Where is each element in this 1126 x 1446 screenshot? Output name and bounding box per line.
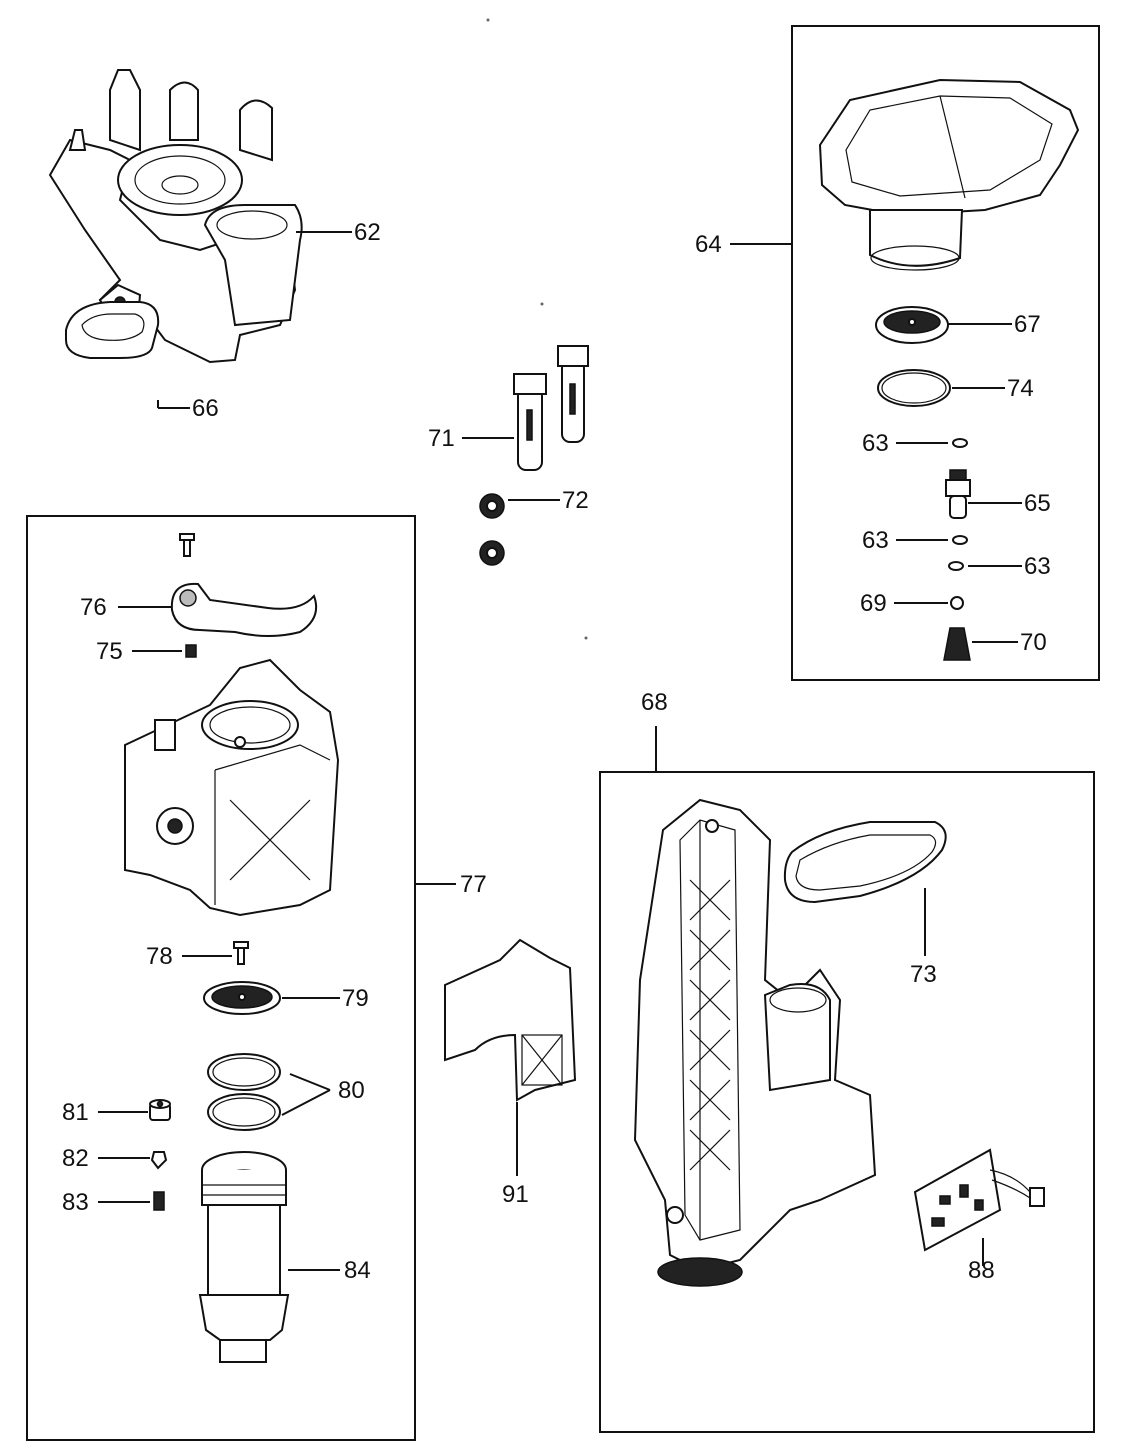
part-81-nut [149,1099,171,1121]
part-82-pin [150,1151,168,1170]
callout-68: 68 [641,689,668,716]
part-73-belt [783,821,947,904]
callout-80: 80 [338,1077,365,1104]
callout-75: 75 [96,638,123,665]
part-78-screw [233,941,249,965]
part-83-spring [153,1191,165,1211]
part-74-seal [877,369,951,407]
part-79-filter [203,981,281,1015]
callout-81: 81 [62,1099,89,1126]
callout-84: 84 [344,1257,371,1284]
part-63-oring-a [952,438,968,448]
part-76-lever [170,582,318,637]
assembly-box-68 [599,771,1095,1433]
callout-63-b: 63 [862,527,889,554]
part-screw-top [179,533,195,557]
part-75-spring [185,644,197,658]
callout-65: 65 [1024,490,1051,517]
callout-73: 73 [910,961,937,988]
part-63-oring-c [948,561,964,571]
part-80-seals [207,1053,281,1131]
callout-70: 70 [1020,629,1047,656]
callout-91: 91 [502,1181,529,1208]
speck-2 [486,18,490,22]
callout-66: 66 [192,395,219,422]
callout-76: 76 [80,594,107,621]
part-68-drive-unit [633,798,877,1287]
callout-62: 62 [354,219,381,246]
callout-64: 64 [695,231,722,258]
speck-1 [540,302,544,306]
part-71-dispenser-tubes [513,345,589,471]
callout-67: 67 [1014,311,1041,338]
callout-88: 88 [968,1257,995,1284]
callout-63-a: 63 [862,430,889,457]
callout-82: 82 [62,1145,89,1172]
speck-3 [584,636,588,640]
part-91-bracket [444,938,577,1102]
callout-69: 69 [860,590,887,617]
part-88-circuit-board [913,1148,1045,1252]
part-64-upper-unit [818,78,1080,271]
callout-63-c: 63 [1024,553,1051,580]
assembly-box-77 [26,515,416,1441]
callout-78: 78 [146,943,173,970]
callout-83: 83 [62,1189,89,1216]
part-77-brew-chamber [124,658,340,917]
part-66-gasket [65,301,160,359]
part-67-filter [875,306,949,344]
part-65-valve [945,469,971,519]
part-72-gears [479,493,505,566]
part-70-spring-cap [943,627,971,661]
callout-74: 74 [1007,375,1034,402]
assembly-box-64 [791,25,1100,681]
part-69-ball [950,596,964,610]
callout-77: 77 [460,871,487,898]
callout-72: 72 [562,487,589,514]
callout-79: 79 [342,985,369,1012]
callout-71: 71 [428,425,455,452]
part-63-oring-b [952,535,968,545]
part-84-piston [198,1151,290,1363]
